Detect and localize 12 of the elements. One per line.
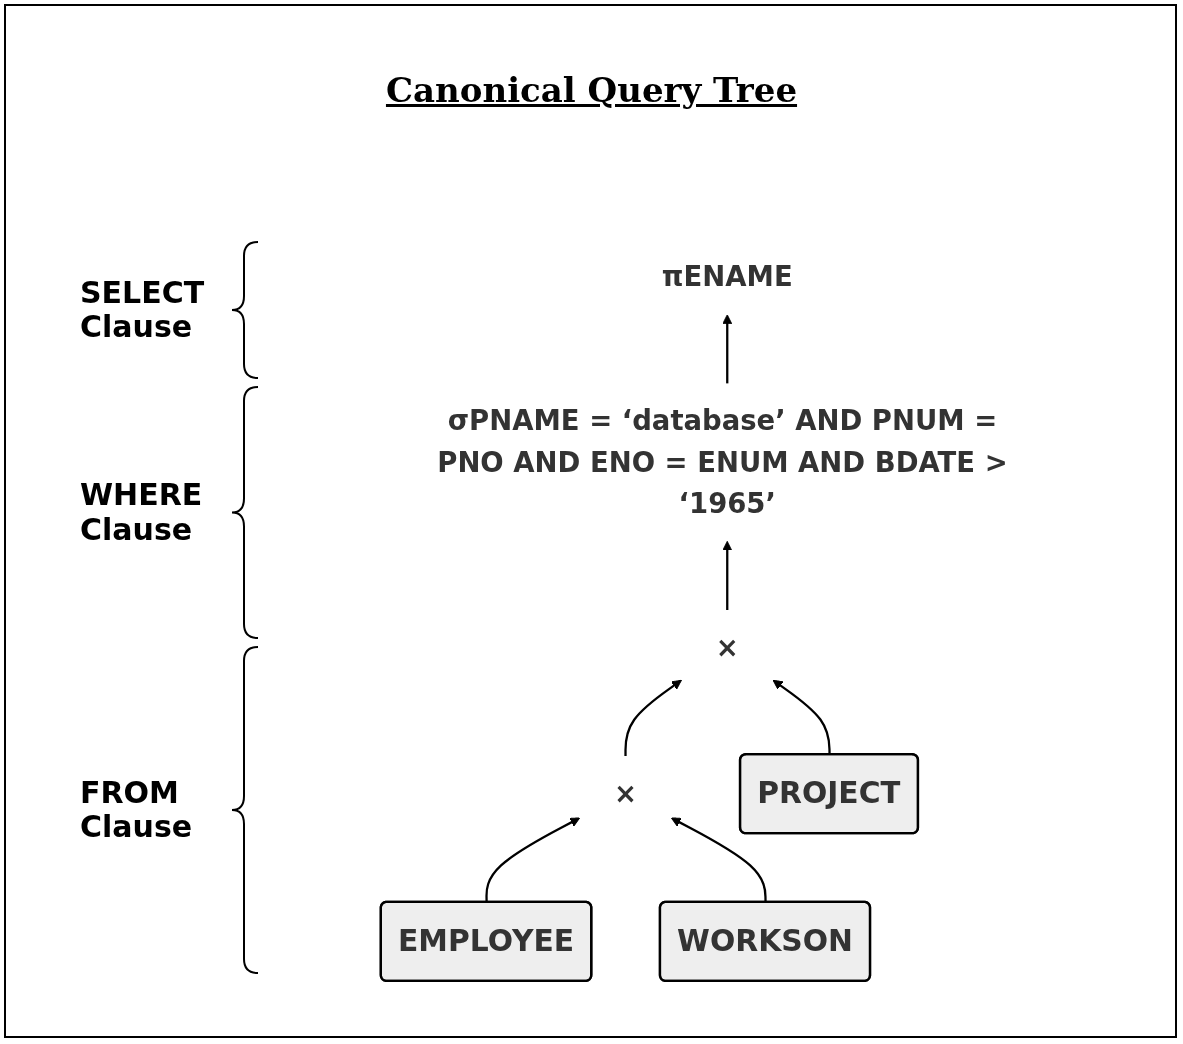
node-text: × <box>715 631 739 664</box>
arrow <box>722 540 733 610</box>
clause-label: SELECT Clause <box>80 275 206 345</box>
arrow <box>772 679 831 755</box>
node-text: × <box>614 777 638 810</box>
clause-label: WHERE Clause <box>80 478 204 547</box>
arrow <box>722 314 733 384</box>
node-text: σPNAME = ‘database’ AND PNUM = PNO AND ENO = ENUM AND BDATE > ‘1965’ <box>437 405 1008 520</box>
node-text: πENAME <box>661 260 793 293</box>
arrow <box>624 679 682 756</box>
clause-label: FROM Clause <box>80 775 194 845</box>
title: Canonical Query Tree <box>385 70 798 110</box>
